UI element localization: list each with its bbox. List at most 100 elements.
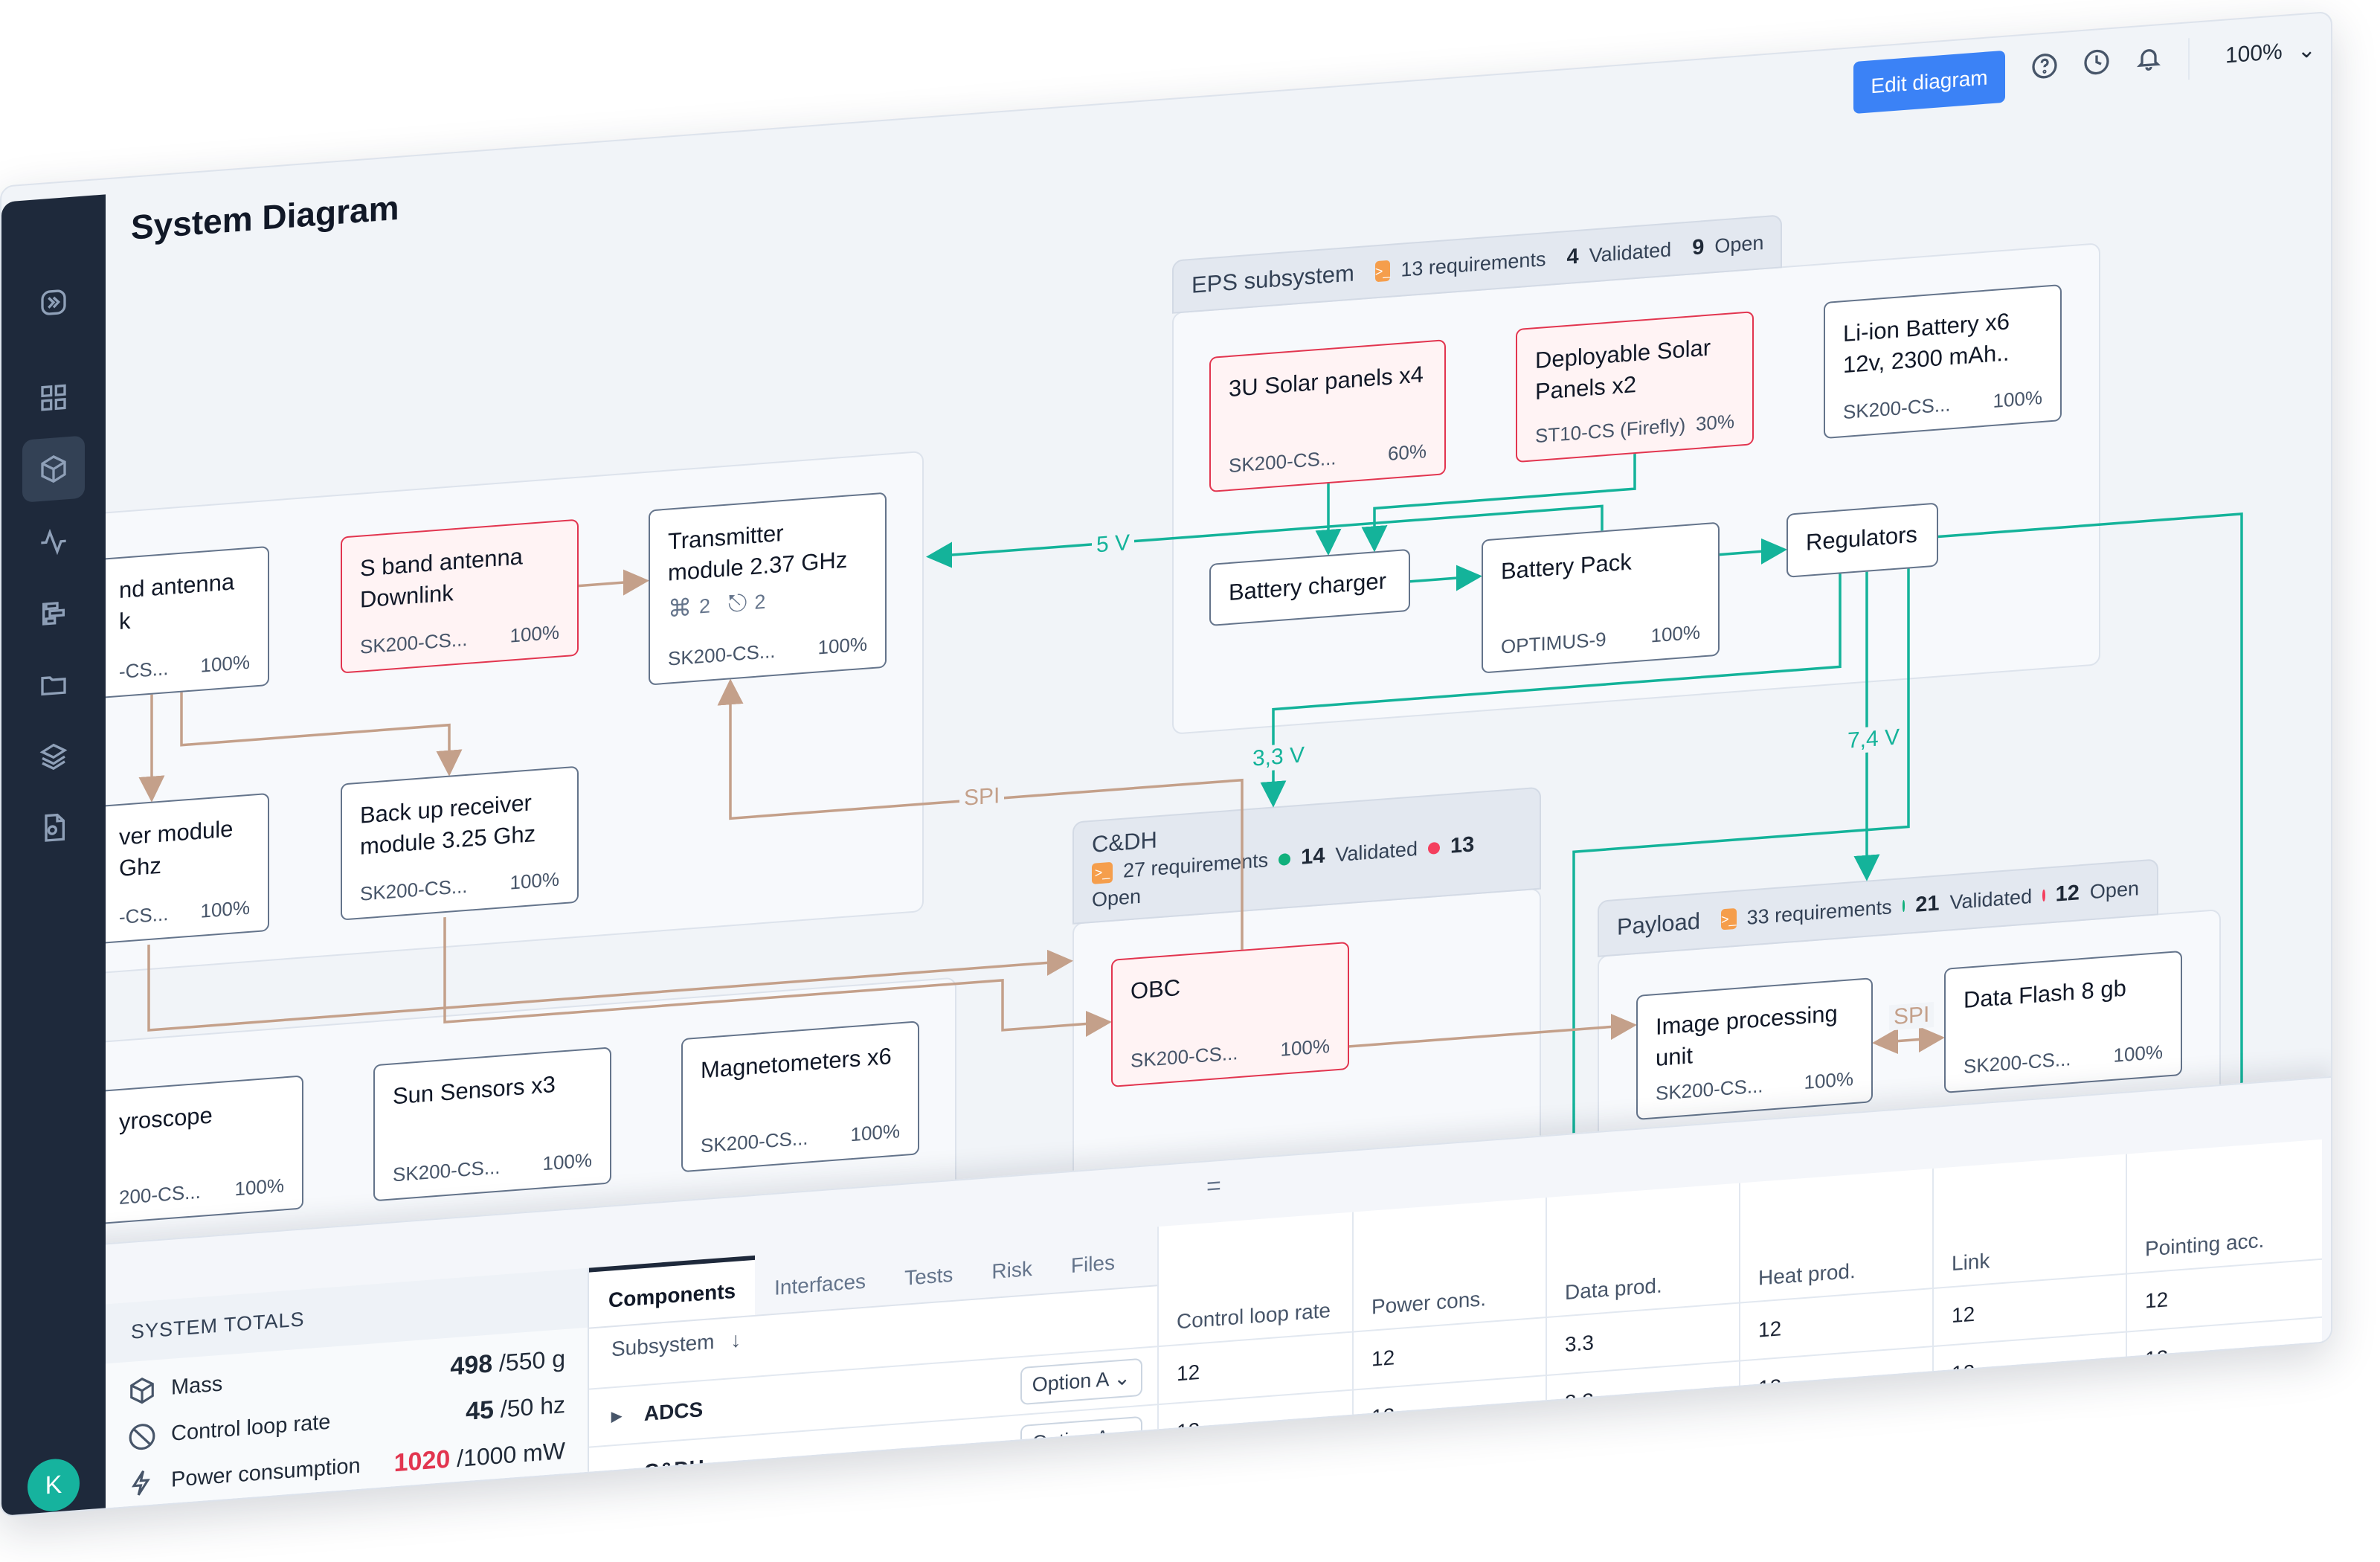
row-name: ADCS (643, 1398, 704, 1426)
node-sun[interactable]: Sun Sensors x3 SK200-CS... 100% (373, 1047, 611, 1202)
validated-label: Validated (1949, 884, 2033, 913)
expand-caret-icon[interactable]: ▶ (611, 1407, 622, 1424)
node-progress: 100% (542, 1148, 593, 1175)
folder-icon[interactable] (22, 651, 85, 718)
node-progress: 100% (200, 650, 251, 677)
validated-count: 21 (1915, 890, 1940, 917)
chevron-down-icon: ⌄ (1113, 1424, 1130, 1448)
command-icon: ⌘ (668, 594, 692, 623)
layers-icon[interactable] (22, 722, 85, 789)
node-code: SK200-CS... (360, 874, 468, 905)
label-spi-payload: SPI (1889, 1001, 1934, 1031)
total-label: Data produced (171, 1503, 312, 1517)
total-control-loop: Control loop rate 45 /50 hz (128, 1390, 565, 1452)
node-progress: 100% (509, 867, 560, 894)
subsystem-column-header[interactable]: Subsystem ↓ (611, 1328, 742, 1361)
resize-handle[interactable]: = (1206, 1171, 1221, 1201)
node-title: S band antenna Downlink (360, 543, 523, 613)
node-progress: 100% (1650, 620, 1701, 647)
column-header[interactable]: Data prod. (1546, 1183, 1739, 1317)
option-select[interactable]: Option A ⌄ (1020, 1357, 1142, 1405)
column-header[interactable]: Link (1932, 1154, 2126, 1288)
node-title: Data Flash 8 gb (1964, 974, 2126, 1013)
chevron-down-icon: ⌄ (1113, 1366, 1130, 1390)
requirements-count: 33 requirements (1746, 895, 1892, 929)
node-code: -CS... (119, 657, 169, 683)
open-label: Open (1092, 884, 1142, 911)
meta-count: 2 (754, 590, 766, 614)
grid-icon[interactable] (22, 364, 85, 431)
node-progress: 100% (817, 632, 868, 659)
tab-tests[interactable]: Tests (904, 1262, 953, 1290)
expand-caret-icon[interactable]: ▶ (611, 1465, 622, 1482)
label-5v: 5 V (1092, 530, 1135, 559)
node-title: Battery Pack (1501, 548, 1632, 585)
gantt-icon[interactable] (22, 579, 85, 646)
column-header[interactable]: Pointing acc. (2126, 1139, 2322, 1273)
validated-label: Validated (1335, 838, 1418, 867)
validated-count: 14 (1301, 843, 1325, 870)
cube-icon[interactable] (22, 435, 85, 503)
column-header[interactable]: Heat prod. (1739, 1169, 1932, 1302)
node-code: SK200-CS... (393, 1155, 501, 1186)
expand-icon[interactable] (22, 269, 85, 335)
lightning-icon (131, 1470, 150, 1496)
avatar[interactable]: K (28, 1456, 80, 1514)
node-title: Regulators (1806, 521, 1917, 556)
node-code: SK200-CS... (701, 1126, 808, 1157)
open-dot-icon (2042, 889, 2045, 902)
help-icon[interactable] (2026, 46, 2063, 86)
node-progress: 100% (1993, 386, 2043, 412)
node-code: SK200-CS... (1130, 1041, 1238, 1072)
label-3v3: 3,3 V (1248, 742, 1310, 773)
validated-dot-icon (1902, 899, 1905, 913)
option-select[interactable]: Option A ⌄ (1020, 1415, 1142, 1463)
file-icon[interactable] (22, 794, 85, 861)
node-title: nd antenna k (119, 568, 235, 634)
node-title: Sun Sensors x3 (393, 1070, 556, 1110)
node-code: SK200-CS... (360, 627, 468, 658)
tab-risk[interactable]: Risk (991, 1256, 1032, 1283)
total-value: 45 (466, 1395, 494, 1427)
node-code: SK200-CS... (668, 639, 776, 670)
node-title: Battery charger (1229, 568, 1386, 606)
meta-count: 2 (699, 594, 711, 617)
tab-files[interactable]: Files (1070, 1250, 1115, 1277)
activity-icon[interactable] (22, 508, 85, 575)
column-header[interactable]: Power cons. (1352, 1198, 1546, 1331)
total-label: Mass (171, 1372, 223, 1400)
node-progress: 100% (850, 1119, 901, 1146)
node-liion[interactable]: Li-ion Battery x6 12v, 2300 mAh..SK200-C… (1824, 284, 2062, 440)
history-icon[interactable] (2078, 42, 2115, 83)
node-progress: 100% (1804, 1067, 1854, 1094)
column-header[interactable]: Control loop rate (1157, 1212, 1352, 1346)
app-window: K System Diagram Edit diagram 100%⌄ EPS … (0, 10, 2332, 1517)
row-name: C&DH (643, 1455, 704, 1484)
total-value-over: 1020 (393, 1444, 451, 1478)
node-regulators[interactable]: Regulators (1786, 502, 1938, 578)
node-progress: 60% (1387, 440, 1427, 466)
node-code: OPTIMUS-9 (1501, 627, 1606, 658)
node-progress: 100% (509, 620, 560, 647)
requirements-icon: >_ (1374, 260, 1391, 283)
total-label: Control loop rate (171, 1410, 331, 1446)
total-limit: /550 g (499, 1344, 565, 1377)
node-progress: 100% (200, 896, 251, 922)
bell-icon[interactable] (2130, 38, 2167, 78)
open-count: 13 (1450, 832, 1475, 858)
total-limit: /50 hz (500, 1390, 565, 1423)
node-title: Deployable Solar Panels x2 (1535, 334, 1711, 405)
